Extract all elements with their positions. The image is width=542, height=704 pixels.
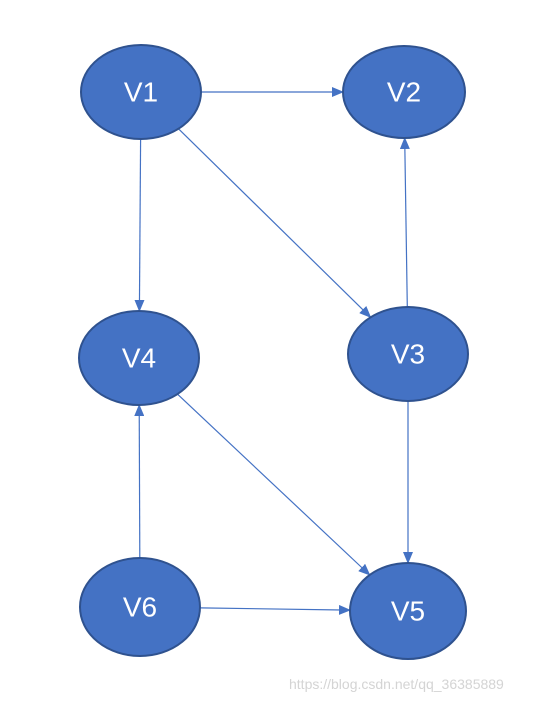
edge-v6-to-v5 (199, 604, 351, 615)
node-ellipse (349, 562, 467, 660)
node-v1: V1 (80, 44, 202, 140)
node-v5: V5 (349, 562, 467, 660)
node-label: V6 (123, 592, 157, 623)
edge-v4-to-v5 (176, 393, 371, 576)
node-label: V4 (122, 343, 156, 374)
node-ellipse (347, 306, 469, 402)
edge-v3-to-v2 (399, 137, 410, 308)
node-v2: V2 (342, 45, 466, 139)
node-ellipse (79, 557, 201, 657)
node-v4: V4 (78, 310, 200, 406)
node-v3: V3 (347, 306, 469, 402)
node-label: V5 (391, 596, 425, 627)
edge-v1-to-v4 (134, 138, 145, 312)
watermark-text: https://blog.csdn.net/qq_36385889 (289, 676, 504, 692)
edges-layer (134, 87, 413, 615)
node-label: V3 (391, 339, 425, 370)
edge-v6-to-v4 (134, 404, 145, 559)
edge-v1-to-v3 (177, 128, 372, 319)
node-ellipse (342, 45, 466, 139)
node-label: V1 (124, 77, 158, 108)
node-v6: V6 (79, 557, 201, 657)
node-label: V2 (387, 77, 421, 108)
node-ellipse (78, 310, 200, 406)
node-ellipse (80, 44, 202, 140)
